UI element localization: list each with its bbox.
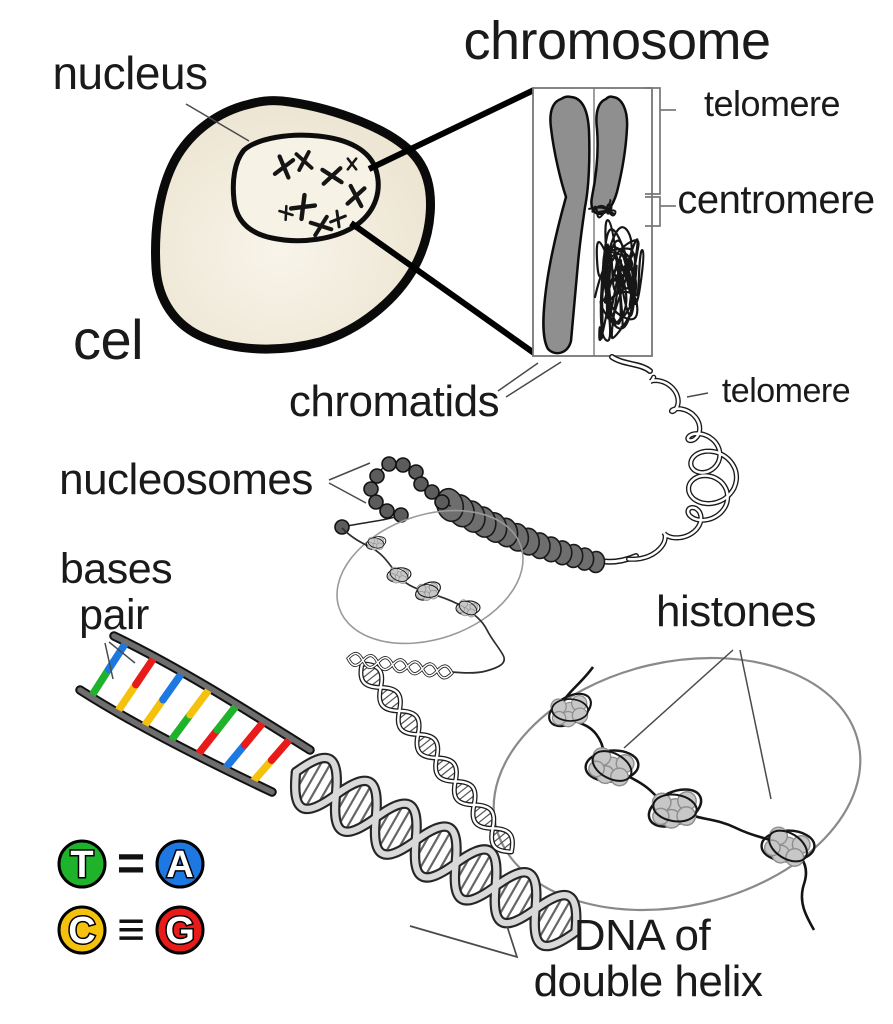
double-bond-symbol: = xyxy=(117,838,145,891)
dna-helix-tiny xyxy=(346,651,454,680)
legend-letter-a: A xyxy=(166,844,193,886)
nucleus-shape xyxy=(230,132,381,244)
rung-half xyxy=(168,711,194,743)
nucleosomes-pointer-line xyxy=(328,462,371,481)
rung-half xyxy=(132,655,157,689)
label-chromosome: chromosome xyxy=(463,11,771,71)
rung-half xyxy=(159,671,185,704)
chromatid-right-arm xyxy=(590,95,629,216)
telomere-mid-pointer-line xyxy=(686,392,709,398)
ladder-rungs xyxy=(87,639,295,786)
label-cell: cel xyxy=(72,308,144,371)
chromatin-scribble-waist xyxy=(588,199,617,219)
label-nucleosomes: nucleosomes xyxy=(59,455,313,504)
loose-coil xyxy=(626,374,740,562)
label-pair: pair xyxy=(79,591,149,639)
chromatid-left xyxy=(542,95,591,355)
nucleosomes-pointer-line xyxy=(328,482,367,504)
histone-zoom-ellipse xyxy=(492,656,862,912)
rung-half xyxy=(267,734,295,764)
rung-half xyxy=(195,726,222,757)
telomere-bracket xyxy=(645,87,676,195)
rung-half xyxy=(213,702,240,734)
legend-circle-g xyxy=(155,905,205,955)
centromere-bracket xyxy=(645,196,676,227)
solenoid-fiber xyxy=(435,487,606,574)
rung-half xyxy=(240,718,267,749)
label-chromatids: chromatids xyxy=(288,377,500,426)
label-telomere-mid: telomere xyxy=(721,372,851,410)
chromatids-pointer-line xyxy=(497,362,539,392)
label-dna-line2: double helix xyxy=(533,957,763,1006)
base-pair-legend: T = A C ≡ G xyxy=(57,838,205,957)
label-centromere: centromere xyxy=(677,178,875,222)
histones-pointer-line xyxy=(739,649,772,800)
zoom-lines xyxy=(349,87,536,356)
bases-pair-pointer-line xyxy=(108,641,136,664)
legend-circle-t xyxy=(57,839,107,889)
rung-half xyxy=(114,680,140,715)
label-dna-line1: DNA of xyxy=(573,911,711,960)
rung-half xyxy=(87,665,113,700)
rung-half xyxy=(186,686,212,719)
pointer-lines xyxy=(104,103,772,959)
dna-pointer-line xyxy=(409,925,519,959)
rung-half xyxy=(104,639,130,674)
label-nucleus: nucleus xyxy=(52,47,208,99)
triple-bond-symbol: ≡ xyxy=(117,904,145,957)
legend-letter-t: T xyxy=(70,844,93,886)
ladder-rails-over xyxy=(77,633,313,795)
label-telomere-top: telomere xyxy=(703,83,841,124)
large-histone-clusters xyxy=(539,684,825,879)
legend-circle-c xyxy=(57,905,107,955)
dna-helix-medium xyxy=(358,661,515,855)
label-histones: histones xyxy=(656,587,816,636)
histones-pointer-line xyxy=(623,649,734,749)
nucleus-pointer-line xyxy=(185,103,250,142)
legend-circle-a xyxy=(155,839,205,889)
legend-letter-g: G xyxy=(165,910,195,952)
legend-letter-c: C xyxy=(68,910,95,952)
small-histone-clusters xyxy=(364,533,485,623)
nucleosome-zoom-ellipse xyxy=(336,509,524,645)
rung-half xyxy=(141,695,167,729)
nucleosome-beads xyxy=(334,456,450,535)
base-ladder xyxy=(75,631,315,797)
bases-pair-pointer-line xyxy=(104,642,114,680)
dna-helix-large xyxy=(289,752,582,952)
chromatids-pointer-line xyxy=(505,361,562,398)
chromatin-scribble xyxy=(593,219,645,342)
chromatin-strand xyxy=(593,354,653,565)
rung-half xyxy=(249,756,276,786)
rung-half xyxy=(222,741,249,772)
label-bases: bases xyxy=(59,545,173,593)
